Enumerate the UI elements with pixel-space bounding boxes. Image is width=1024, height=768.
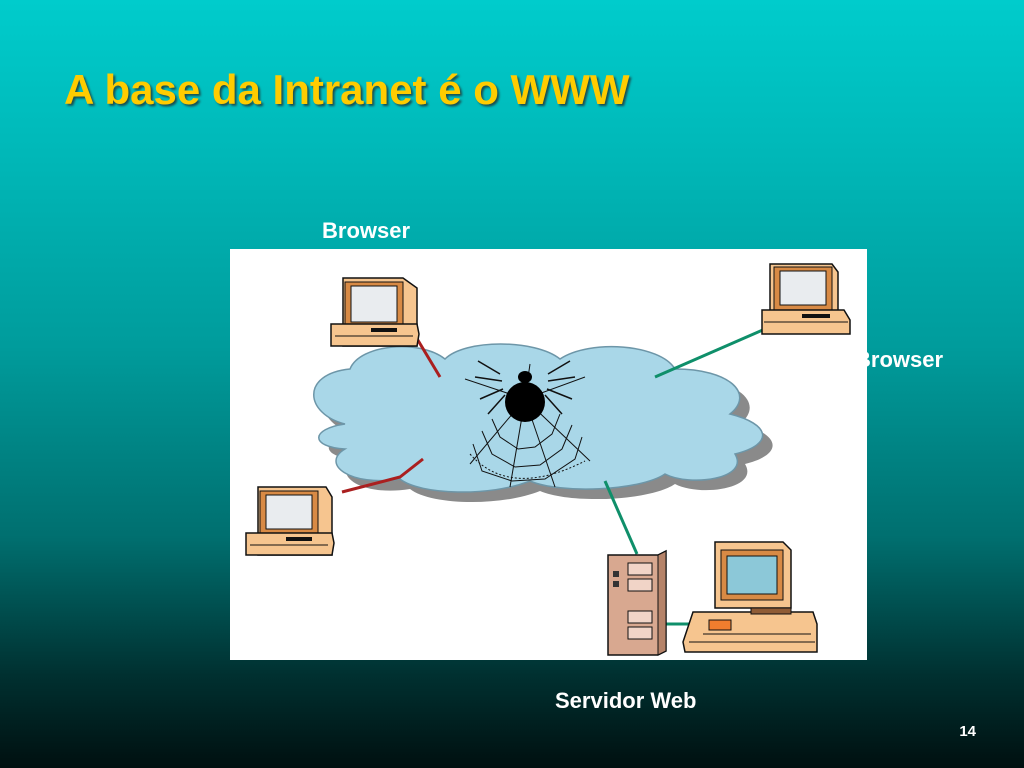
spider-icon bbox=[474, 360, 576, 422]
slide-title: A base da Intranet é o WWW bbox=[64, 66, 630, 113]
network-diagram bbox=[230, 249, 867, 660]
link-browser-bottom-left bbox=[341, 457, 424, 494]
spider-web-icon bbox=[464, 363, 591, 488]
link-browser-top-left bbox=[414, 336, 442, 378]
link-server bbox=[603, 480, 639, 555]
browser-computer-top-right bbox=[761, 263, 851, 335]
network-cloud bbox=[313, 343, 764, 493]
page-number: 14 bbox=[959, 723, 976, 740]
browser-computer-top-left bbox=[330, 277, 420, 347]
link-browser-top-right bbox=[654, 324, 773, 379]
web-server-tower bbox=[607, 549, 667, 656]
server-label: Servidor Web bbox=[555, 688, 697, 713]
browser-label-right: Browser bbox=[855, 347, 944, 372]
browser-label-top: Browser bbox=[322, 218, 411, 243]
web-server-workstation bbox=[682, 541, 818, 653]
intranet-diagram-svg bbox=[245, 263, 851, 656]
browser-computer-bottom-left bbox=[245, 486, 335, 556]
